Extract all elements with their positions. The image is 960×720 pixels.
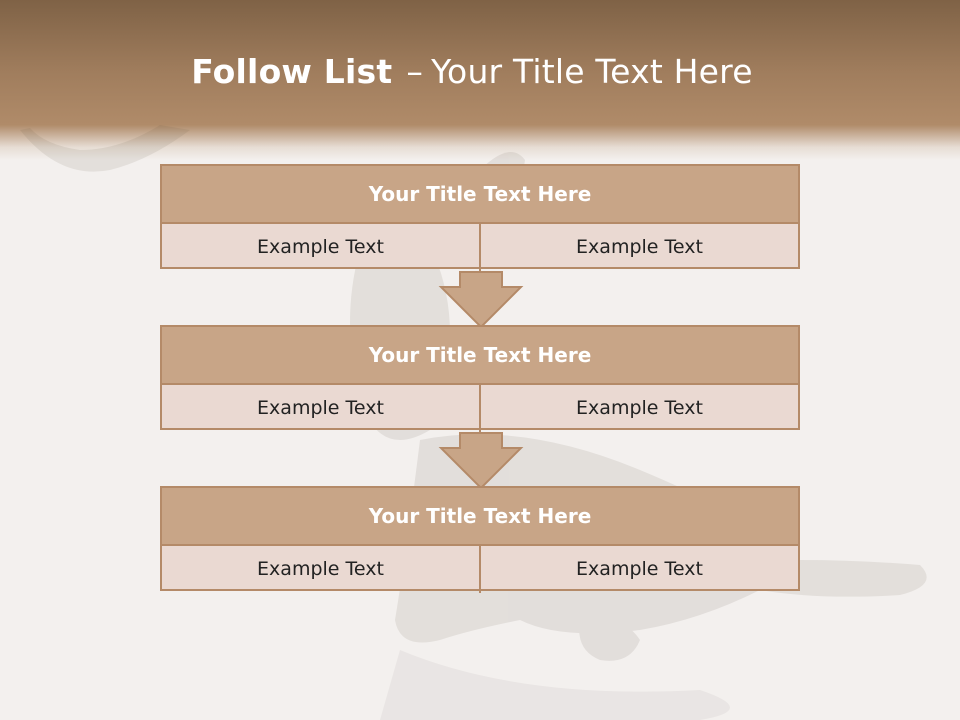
step-row-1: Example Text Example Text [162,224,798,271]
slide-title-bold: Follow List [191,52,393,91]
step-1-left-cell: Example Text [257,236,384,258]
step-1-right-cell: Example Text [479,224,798,271]
step-3-left-cell: Example Text [257,558,384,580]
step-row-3: Example Text Example Text [162,546,798,593]
slide-title-dash: – [406,52,424,91]
slide-title-rest: Your Title Text Here [431,52,753,91]
slide-title: Follow List–Your Title Text Here [0,52,944,91]
step-box-2: Your Title Text Here Example Text Exampl… [160,325,800,432]
down-arrow-icon [438,271,524,329]
step-title-1: Your Title Text Here [162,166,798,224]
step-2-right-cell: Example Text [479,385,798,432]
step-2-left-cell: Example Text [257,397,384,419]
step-row-2: Example Text Example Text [162,385,798,432]
down-arrow-icon [438,432,524,490]
step-3-right-cell: Example Text [479,546,798,593]
step-title-3: Your Title Text Here [162,488,798,546]
step-box-3: Your Title Text Here Example Text Exampl… [160,486,800,593]
step-title-2: Your Title Text Here [162,327,798,385]
header-band [0,0,960,160]
step-box-1: Your Title Text Here Example Text Exampl… [160,164,800,271]
